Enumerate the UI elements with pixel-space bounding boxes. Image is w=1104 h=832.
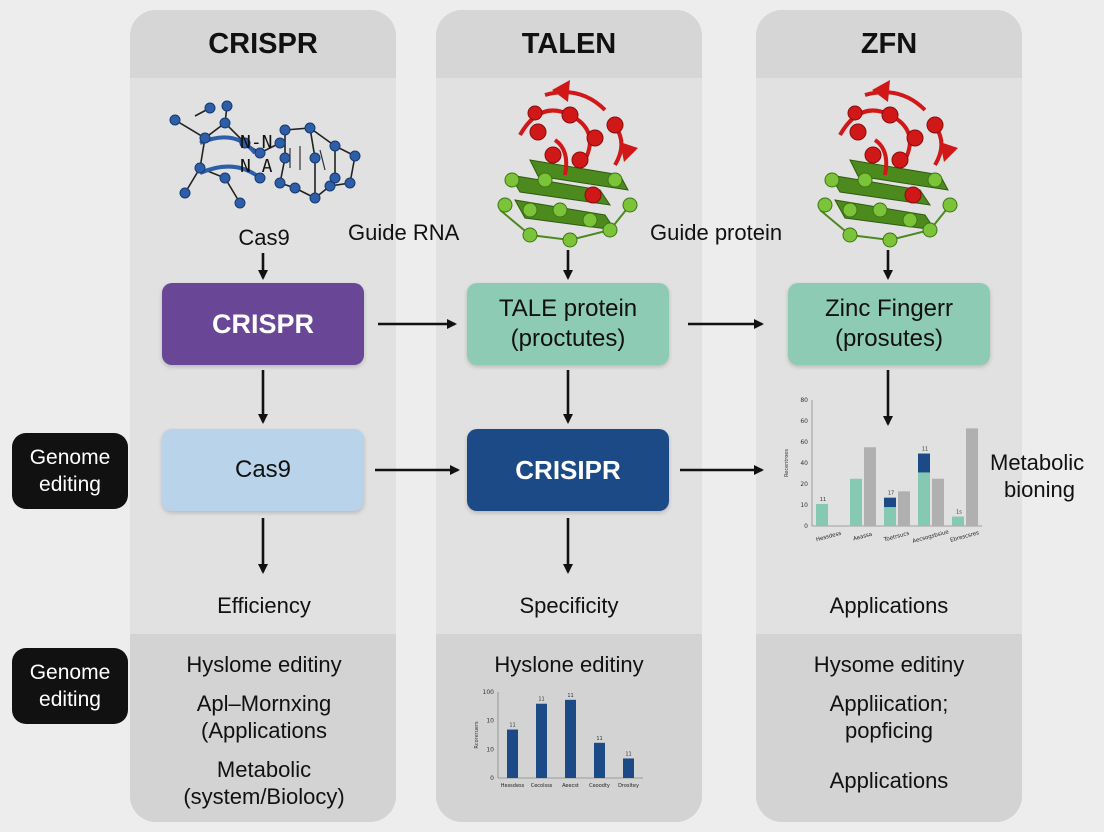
box-label: TALE protein (498, 295, 638, 322)
y-tick-label: 20 (800, 481, 808, 488)
y-tick-label: 0 (804, 523, 808, 530)
zinc-finger-structure-icon (817, 80, 958, 248)
bar (565, 699, 576, 778)
dna-glyph-label: N A (240, 156, 273, 177)
x-tick-label: Ebrescsres (950, 530, 980, 544)
bar (864, 447, 876, 526)
box-sublabel: (proctutes) (510, 325, 626, 352)
bar (952, 516, 964, 526)
bar (898, 491, 910, 526)
bar (536, 703, 547, 778)
y-tick-label: 10 (486, 746, 494, 753)
y-tick-label: 80 (800, 397, 808, 404)
bar-value-label: 11 (625, 751, 631, 757)
tag-label: Genome (29, 446, 111, 469)
box-label: CRISIPR (515, 454, 621, 485)
bar (507, 729, 518, 778)
y-tick-label: 60 (800, 439, 808, 446)
guide-rna-label: Guide RNA (348, 220, 460, 245)
tag-label: editing (39, 688, 101, 711)
dna-molecule-icon (169, 100, 361, 209)
bar-value-label: 11 (538, 697, 544, 703)
footer-line: Hysome editiny (813, 652, 965, 677)
bar-value-label: 11 (596, 736, 602, 742)
y-tick-label: 60 (800, 418, 808, 425)
footer-line: Hyslone editiny (494, 652, 644, 677)
bar (918, 453, 930, 473)
y-tick-label: 10 (800, 502, 808, 509)
dna-glyph-label: N-N (240, 132, 273, 153)
bar-value-label: 11 (922, 447, 928, 453)
bar (594, 742, 605, 778)
footer-line: (system/Biolocy) (183, 784, 345, 809)
x-tick-label: Aecsogsbsiue (912, 529, 950, 545)
bar (850, 478, 862, 526)
footer-line: Metabolic (216, 757, 312, 782)
x-tick-label: Cecolsss (531, 783, 553, 789)
column-title: ZFN (756, 10, 1022, 78)
column-footer (756, 634, 1022, 822)
box-label: Cas9 (234, 456, 292, 483)
x-tick-label: Aeassa (853, 532, 873, 543)
genome-editing-tag: Genome editing (12, 433, 128, 509)
x-tick-label: Toetrsucs (883, 531, 911, 544)
x-tick-label: Drosltey (618, 783, 639, 789)
box-label: Zinc Fingerr (824, 295, 954, 322)
box-sublabel: (prosutes) (834, 325, 944, 352)
genome-editing-tag: Genome editing (12, 648, 128, 724)
x-tick-label: Hessdess (815, 531, 842, 544)
crispr-column: CRISPR (130, 10, 396, 822)
metabolic-label: bioning (1004, 477, 1075, 502)
zinc-finger-box: Zinc Fingerr (prosutes) (788, 283, 990, 365)
bar-value-label: 11 (820, 497, 826, 503)
guide-protein-label: Guide protein (650, 220, 783, 245)
y-tick-label: 100 (483, 689, 495, 696)
crisipr-box: CRISIPR (467, 429, 669, 511)
y-tick-label: 0 (490, 775, 494, 782)
bar (816, 503, 828, 526)
metabolic-label: Metabolic (990, 450, 1085, 475)
bar-value-label: 17 (888, 491, 894, 497)
box-label: CRISPR (211, 308, 314, 339)
column-title: CRISPR (130, 10, 396, 78)
bar-value-label: 1s (956, 510, 962, 516)
specificity-label: Specificity (519, 593, 619, 618)
footer-line: Hyslome editiny (186, 652, 342, 677)
footer-line: Appliication; (829, 691, 949, 716)
bar (884, 507, 896, 526)
bar (623, 758, 634, 778)
footer-line: (Applications (201, 718, 327, 743)
protein-structure-icon (497, 80, 638, 248)
y-tick-label: 10 (486, 718, 494, 725)
tag-label: editing (39, 473, 101, 496)
footer-line: popficing (844, 718, 934, 743)
tale-protein-box: TALE protein (proctutes) (467, 283, 669, 365)
bar (918, 472, 930, 526)
x-tick-label: Ceoodty (589, 783, 610, 789)
y-tick-label: 40 (800, 460, 808, 467)
zfn-column: ZFN (756, 10, 1022, 822)
cas9-label: Cas9 (238, 225, 290, 250)
bar-value-label: 11 (509, 723, 515, 729)
crispr-box: CRISPR (162, 283, 364, 365)
column-title: TALEN (436, 10, 702, 78)
applications-label: Applications (829, 593, 949, 618)
bar (932, 478, 944, 526)
y-axis-label: Recentroes (784, 449, 790, 477)
bar (884, 497, 896, 508)
bar-value-label: 11 (567, 693, 573, 699)
efficiency-label: Efficiency (217, 593, 311, 618)
tag-label: Genome (29, 661, 111, 684)
footer-line: Applications (829, 768, 949, 793)
x-tick-label: Aeecst (562, 783, 579, 789)
cas9-box: Cas9 (162, 429, 364, 511)
column-footer (130, 634, 396, 822)
bar (966, 428, 978, 526)
y-axis-label: Rcoreruers (474, 721, 480, 749)
x-tick-label: Hessdess (501, 783, 525, 789)
footer-line: Apl–Mornxing (196, 691, 332, 716)
